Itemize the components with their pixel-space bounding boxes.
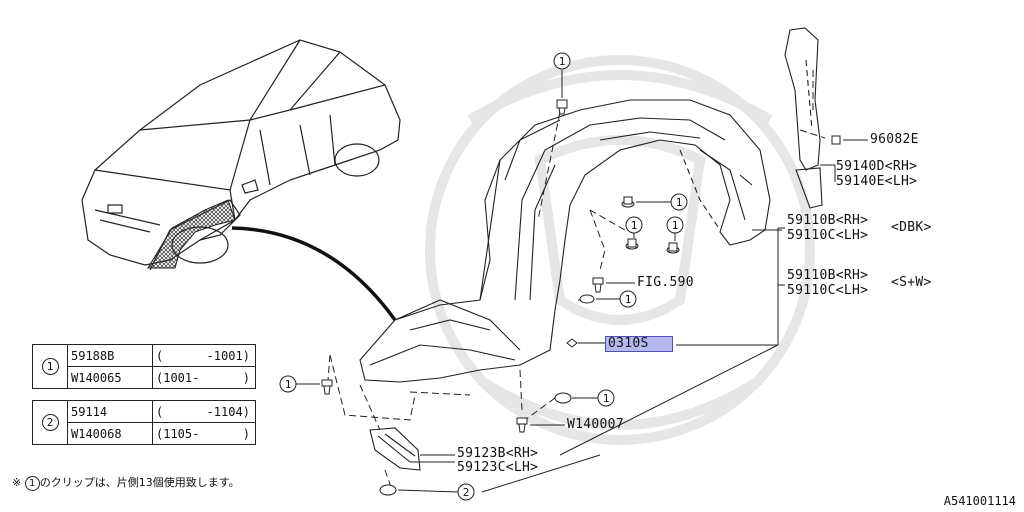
legend-row: 2 59114 ( -1104) [32, 400, 256, 445]
clips [321, 99, 841, 496]
watermark-emblem [425, 55, 815, 445]
fender-liner [359, 99, 771, 383]
callout-1-mid-right: 1 [672, 219, 679, 232]
callout-1-mid-left: 1 [631, 219, 638, 232]
legend-marker-1: 1 [41, 358, 59, 375]
label-59140d: 59140D<RH> [836, 159, 918, 174]
label-59110b-dbk: 59110B<RH> [787, 213, 869, 228]
note-text: のクリップは、片側13個使用致します。 [39, 476, 240, 489]
callout-1-center: 1 [625, 293, 632, 306]
legend-marker-2: 2 [41, 414, 59, 431]
legend-table-2: 2 59114 ( -1104) W140068 (1105- ) [32, 400, 256, 445]
legend-part: 59188B [67, 344, 153, 367]
legend-range: ( -1104) [152, 400, 256, 423]
splash-guard [784, 27, 823, 209]
callout-1-left: 1 [285, 378, 292, 391]
label-59123b: 59123B<RH> [457, 446, 539, 461]
clip-1d [579, 294, 595, 304]
label-59110c-dbk: 59110C<LH> [787, 228, 869, 243]
label-59110c-sw: 59110C<LH> [787, 283, 869, 298]
callout-1-right-upper: 1 [676, 196, 683, 209]
legend-part: 59114 [67, 400, 153, 423]
note-prefix: ※ [12, 476, 22, 489]
callout-1-lower: 1 [603, 392, 610, 405]
leader-lines [296, 70, 868, 493]
car-illustration [81, 39, 401, 271]
note-marker: 1 [24, 476, 40, 491]
label-96082e: 96082E [870, 132, 919, 147]
label-w140007: W140007 [567, 417, 624, 432]
legend-part: W140068 [67, 422, 153, 445]
diagram-id: A541001114 [943, 494, 1016, 508]
callout-2-bottom: 2 [463, 486, 470, 499]
legend-range: (1001- ) [152, 366, 256, 389]
car-pointer-line [231, 226, 397, 322]
legend-row: 1 59188B ( -1001) [32, 344, 256, 389]
clip-2 [379, 484, 397, 496]
clip-1c [666, 242, 680, 254]
clip-top [556, 99, 568, 115]
callout-1-top: 1 [559, 55, 566, 68]
clip-w140007 [516, 417, 528, 433]
callout-numbers: 1 1 1 1 1 1 1 2 [285, 55, 683, 499]
label-59110b-sw: 59110B<RH> [787, 268, 869, 283]
label-59123c: 59123C<LH> [457, 460, 539, 475]
legend-part: W140065 [67, 366, 153, 389]
callout-circles [279, 52, 688, 501]
clip-1a [621, 196, 635, 208]
dashed-guides [327, 70, 826, 491]
legend-row: W140068 (1105- ) [33, 422, 256, 445]
legend-range: ( -1001) [152, 344, 256, 367]
legend-marker-cell: 1 [32, 344, 68, 389]
clip-1e [321, 379, 333, 395]
clip-96082e [831, 135, 841, 145]
legend-row: W140065 (1001- ) [33, 366, 256, 389]
lower-deflector [369, 427, 421, 471]
label-59140e: 59140E<LH> [836, 174, 918, 189]
legend-table-1: 1 59188B ( -1001) W140065 (1001- ) [32, 344, 256, 389]
car-liner-highlight [147, 199, 236, 269]
label-0310s[interactable]: 0310S [605, 336, 673, 352]
label-dbk-tag: <DBK> [891, 220, 932, 235]
clip-fig590 [592, 277, 604, 293]
legend-marker-cell: 2 [32, 400, 68, 445]
clip-1f [554, 392, 572, 404]
clip-1b [625, 238, 639, 250]
clip-0310s [566, 338, 578, 348]
label-sw-tag: <S+W> [891, 275, 932, 290]
legend-range: (1105- ) [152, 422, 256, 445]
label-fig590[interactable]: FIG.590 [637, 275, 694, 290]
